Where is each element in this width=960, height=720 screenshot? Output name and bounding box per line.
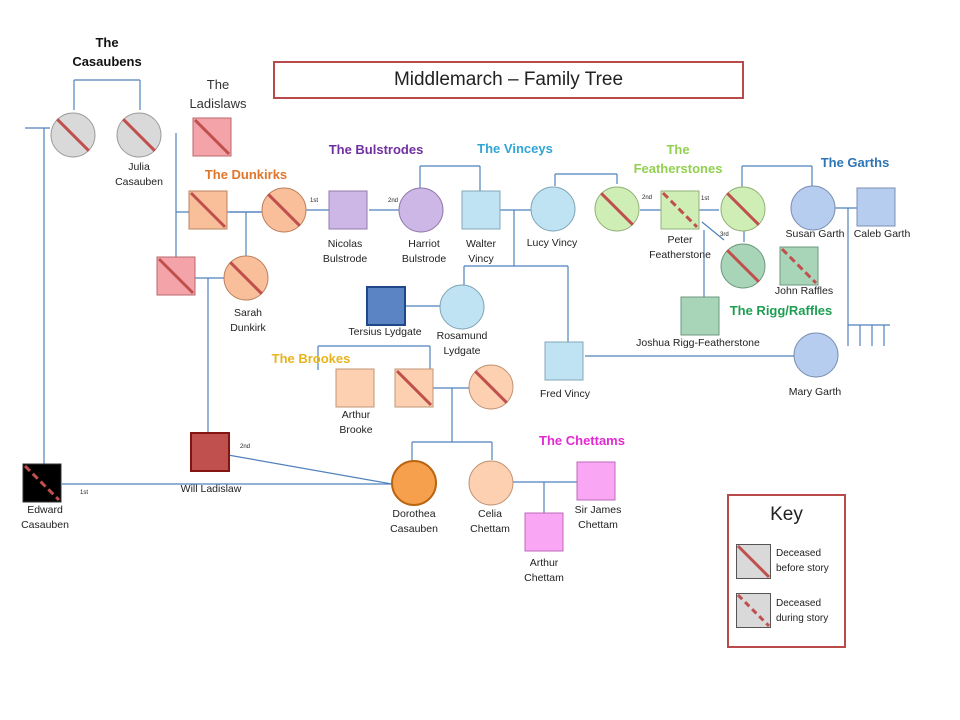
label-nicolas-bulstrode: Nicolas Bulstrode	[322, 238, 368, 265]
connector-line-52	[227, 454, 393, 485]
label-celia-chettam: Celia Chettam	[470, 508, 510, 535]
family-label-chettams: The Chettams	[539, 433, 625, 448]
marriage-mark-2nd-bulstrode: 2nd	[388, 198, 399, 204]
label-rosamund-lydgate: Rosamund Lydgate	[436, 330, 488, 357]
label-arthur-brooke: Arthur Brooke	[339, 409, 373, 436]
casauben-parent-1-symbol	[50, 112, 96, 158]
title-box: Middlemarch – Family Tree	[273, 61, 744, 99]
family-label-ladislaws: The Ladislaws	[189, 77, 247, 111]
family-label-dunkirks: The Dunkirks	[204, 167, 288, 182]
marriage-mark-1st-featherstone: 1st	[701, 196, 710, 202]
key-deceased-before-icon	[736, 544, 771, 579]
sarah-dunkirk-symbol	[223, 255, 269, 301]
key-title: Key	[770, 504, 803, 525]
marriage-mark-2nd-will: 2nd	[240, 444, 251, 450]
arthur-chettam-symbol	[524, 512, 564, 552]
label-fred-vincy: Fred Vincy	[540, 388, 590, 400]
featherstone-wife-2-symbol	[594, 186, 640, 232]
marriage-mark-2nd-featherstone: 2nd	[642, 195, 653, 201]
ladislaw-parent-symbol	[192, 117, 232, 157]
family-label-brookes: The Brookes	[271, 351, 351, 366]
label-peter-featherstone: Peter Featherstone	[649, 234, 711, 261]
will-ladislaw-symbol	[190, 432, 230, 472]
legend-key: Key Deceased before story Deceased durin…	[727, 494, 846, 648]
featherstone-wife-3-symbol	[720, 243, 766, 289]
label-walter-vincy: Walter Vincy	[466, 238, 496, 265]
edward-casauben-symbol	[22, 463, 62, 503]
family-label-vinceys: The Vinceys	[477, 141, 553, 156]
family-label-featherstones: The Featherstones	[633, 142, 723, 176]
marriage-mark-3rd-featherstone: 3rd	[720, 232, 729, 238]
marriage-mark-1st-edward: 1st	[80, 490, 89, 496]
label-harriot-bulstrode: Harriot Bulstrode	[401, 238, 447, 265]
label-susan-garth: Susan Garth	[785, 228, 845, 240]
fred-vincy-symbol	[544, 341, 584, 381]
peter-featherstone-symbol	[660, 190, 700, 230]
label-julia-casauben: Julia Casauben	[115, 161, 163, 188]
marriage-mark-1st-dunkirk-bulstrode: 1st	[310, 198, 319, 204]
arthur-brooke-symbol	[335, 368, 375, 408]
label-john-raffles: John Raffles	[774, 285, 834, 297]
page-title: Middlemarch – Family Tree	[393, 69, 624, 90]
family-label-casaubens: The Casaubens	[72, 35, 142, 69]
label-dorothea-casauben: Dorothea Casauben	[390, 508, 438, 535]
key-label-deceased-during: Deceased during story	[776, 598, 829, 624]
label-caleb-garth: Caleb Garth	[853, 228, 911, 240]
caleb-garth-symbol	[856, 187, 896, 227]
dunkirk-mother-symbol	[261, 187, 307, 233]
dunkirk-father-symbol	[188, 190, 228, 230]
label-joshua-rigg: Joshua Rigg-Featherstone	[636, 337, 760, 349]
label-sarah-dunkirk: Sarah Dunkirk	[230, 307, 266, 334]
rosamund-lydgate-symbol	[439, 284, 485, 330]
dorothea-casauben-symbol	[391, 460, 437, 506]
featherstone-wife-1-symbol	[720, 186, 766, 232]
ladislaw-son-symbol	[156, 256, 196, 296]
label-mary-garth: Mary Garth	[788, 386, 842, 398]
label-sir-james-chettam: Sir James Chettam	[574, 504, 622, 531]
family-label-garths: The Garths	[820, 155, 890, 170]
walter-vincy-symbol	[461, 190, 501, 230]
celia-chettam-symbol	[468, 460, 514, 506]
sir-james-chettam-symbol	[576, 461, 616, 501]
john-raffles-symbol	[779, 246, 819, 286]
harriot-bulstrode-symbol	[398, 187, 444, 233]
family-label-bulstrodes: The Bulstrodes	[328, 142, 424, 157]
family-label-rigg-raffles: The Rigg/Raffles	[729, 303, 833, 318]
key-label-deceased-before: Deceased before story	[776, 548, 829, 574]
brooke-father-symbol	[394, 368, 434, 408]
key-deceased-during-icon	[736, 593, 771, 628]
joshua-rigg-symbol	[680, 296, 720, 336]
nicolas-bulstrode-symbol	[328, 190, 368, 230]
susan-garth-symbol	[790, 185, 836, 231]
julia-casauben-symbol	[116, 112, 162, 158]
label-arthur-chettam: Arthur Chettam	[524, 557, 564, 584]
lucy-vincy-symbol	[530, 186, 576, 232]
tersius-lydgate-symbol	[366, 286, 406, 326]
label-tersius-lydgate: Tersius Lydgate	[348, 326, 422, 338]
label-edward-casauben: Edward Casauben	[21, 504, 69, 531]
brooke-mother-symbol	[468, 364, 514, 410]
connector-line-30	[701, 221, 725, 241]
mary-garth-symbol	[793, 332, 839, 378]
label-will-ladislaw: Will Ladislaw	[180, 483, 242, 495]
label-lucy-vincy: Lucy Vincy	[526, 237, 578, 249]
